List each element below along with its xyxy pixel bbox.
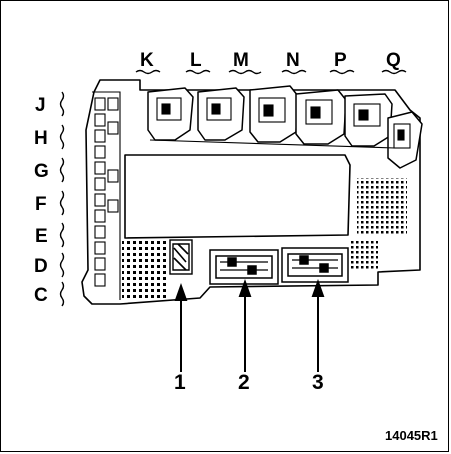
callout-3: 3 — [312, 371, 324, 394]
callout-arrows — [174, 279, 325, 372]
label-g: G — [34, 161, 49, 182]
connector-2 — [209, 249, 279, 285]
top-connector-details — [149, 97, 411, 149]
label-d: D — [34, 256, 48, 277]
lower-left-fuse-grid — [122, 240, 167, 300]
top-label-underlines — [135, 69, 407, 75]
label-n: N — [286, 50, 300, 71]
label-h: H — [34, 128, 48, 149]
label-q: Q — [386, 50, 401, 71]
label-k: K — [140, 50, 154, 71]
label-e: E — [35, 226, 48, 247]
callout-1: 1 — [174, 371, 186, 394]
label-m: M — [233, 50, 249, 71]
label-p: P — [334, 50, 347, 71]
label-l: L — [190, 50, 202, 71]
figure-code: 14045R1 — [385, 428, 438, 443]
connector-1 — [169, 239, 193, 275]
left-fuse-strip — [92, 91, 121, 300]
callout-2: 2 — [238, 371, 250, 394]
label-c: C — [34, 285, 48, 306]
right-fuse-grid — [357, 178, 407, 236]
label-f: F — [35, 194, 47, 215]
label-j: J — [35, 95, 46, 116]
connector-3 — [281, 247, 349, 283]
right-lower-fuse-grid — [350, 240, 378, 270]
side-label-brackets — [59, 91, 65, 307]
